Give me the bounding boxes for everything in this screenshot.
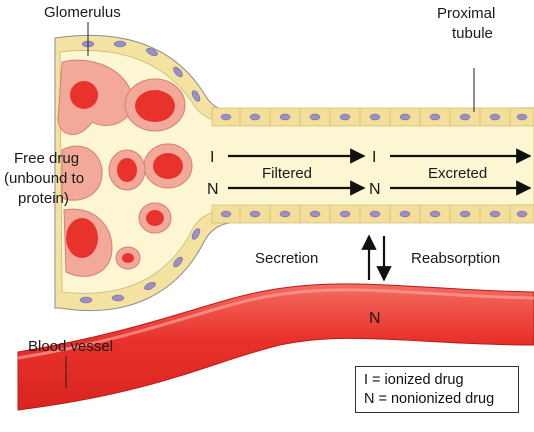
capillary-lumens (66, 81, 183, 263)
glomerulus-label: Glomerulus (44, 4, 121, 21)
excreted-label: Excreted (428, 165, 487, 182)
filtered-label: Filtered (262, 165, 312, 182)
ionized-symbol-left: I (210, 149, 214, 166)
tubule-wall-bottom (211, 204, 534, 224)
reabsorption-label: Reabsorption (411, 250, 500, 267)
free-drug-label-2: (unbound to (4, 170, 84, 187)
free-drug-label-1: Free drug (14, 150, 79, 167)
legend: I = ionized drug N = nonionized drug (355, 366, 519, 413)
vessel-nonionized-symbol: N (369, 310, 381, 327)
tubule-wall-top (211, 107, 534, 127)
legend-nonionized: N = nonionized drug (364, 391, 495, 407)
leader-lines (65, 22, 475, 388)
nonionized-symbol-mid: N (369, 181, 381, 198)
proximal-tubule-label-1: Proximal (437, 5, 495, 22)
ionized-symbol-mid: I (372, 149, 376, 166)
free-drug-label-3: protein) (18, 190, 69, 207)
secretion-label: Secretion (255, 250, 318, 267)
flow-arrows (228, 148, 532, 282)
nonionized-symbol-left: N (207, 181, 219, 198)
blood-vessel-label: Blood vessel (28, 338, 113, 355)
capsule-epithelium-bottom (79, 228, 201, 304)
proximal-tubule-label-2: tubule (452, 25, 493, 42)
legend-ionized: I = ionized drug (364, 372, 464, 388)
blood-vessel (17, 283, 534, 411)
capsule-epithelium-top (81, 40, 201, 102)
